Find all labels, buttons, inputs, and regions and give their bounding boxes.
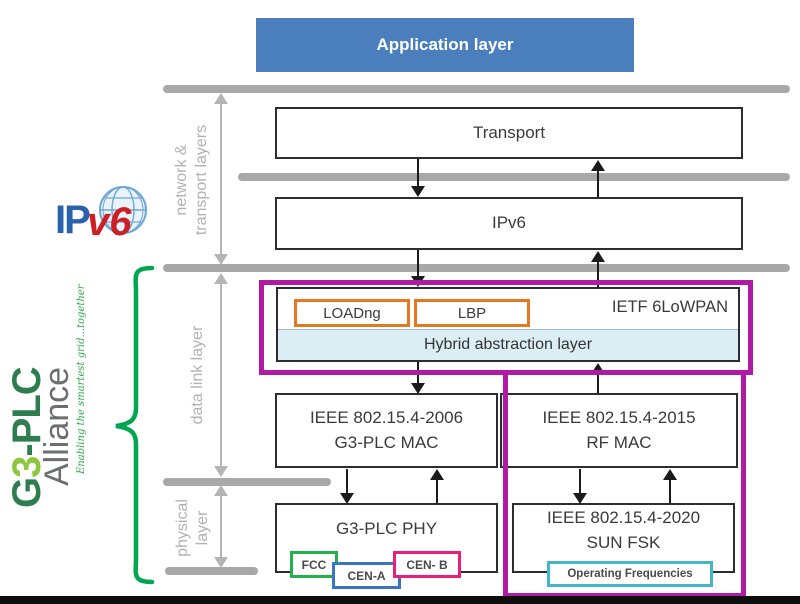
fcc-band-box: FCC <box>290 551 338 578</box>
rf-mac-box: IEEE 802.15.4-2015 RF MAC <box>500 393 738 468</box>
network-transport-layers-label: network &transport layers <box>173 124 210 236</box>
arrow-down-transport-to-ipv6 <box>411 159 425 197</box>
layer-separator-network-datalink <box>163 264 790 272</box>
arrow-up-ipv6-to-transport <box>591 160 605 197</box>
cen-a-band-box: CEN-A <box>332 562 401 589</box>
arrow-down-rf-mac-to-phy <box>573 469 587 504</box>
transport-box: Transport <box>275 107 743 159</box>
network-transport-span-arrow <box>214 93 228 265</box>
physical-span-arrow <box>214 485 228 568</box>
ipv6-logo-ip-text: IP <box>55 198 91 242</box>
application-layer-box: Application layer <box>256 18 634 72</box>
bottom-rule <box>0 596 800 604</box>
arrow-up-adaptation-to-ipv6 <box>591 251 605 288</box>
arrow-up-g3-phy-to-mac <box>430 469 444 503</box>
layer-separator-bottom <box>165 567 258 575</box>
layer-separator-datalink-physical <box>163 478 331 486</box>
layer-separator-top <box>163 85 790 93</box>
hybrid-abstraction-layer: Hybrid abstraction layer <box>278 329 738 360</box>
globe-icon <box>99 186 147 234</box>
operating-frequencies-box: Operating Frequencies <box>547 561 713 587</box>
g3plc-logo-alliance: Alliance <box>38 366 76 486</box>
arrow-down-ipv6-to-adaptation <box>411 250 425 287</box>
g3plc-scope-brace <box>115 265 155 585</box>
arrow-up-rf-mac-to-hybrid <box>591 363 605 393</box>
layer-separator-transport-ipv6 <box>238 173 790 181</box>
lbp-box: LBP <box>414 299 530 327</box>
data-link-span-arrow <box>214 273 228 477</box>
ipv6-logo: IP v6 <box>55 184 155 252</box>
arrow-down-hybrid-to-g3-mac <box>411 362 425 394</box>
arrow-down-g3-mac-to-phy <box>340 469 354 504</box>
arrow-up-rf-phy-to-mac <box>663 469 677 503</box>
adaptation-layer-box: LOADng LBP IETF 6LoWPAN Hybrid abstracti… <box>276 287 740 362</box>
ietf-6lowpan-label: IETF 6LoWPAN <box>611 298 728 316</box>
ipv6-logo-v6-text: v6 <box>87 200 132 244</box>
cen-b-band-box: CEN- B <box>393 551 461 578</box>
g3plc-logo-tagline: Enabling the smartest grid...together <box>76 284 87 474</box>
loadng-box: LOADng <box>294 299 410 327</box>
ipv6-box: IPv6 <box>275 197 743 250</box>
g3plc-mac-box: IEEE 802.15.4-2006 G3-PLC MAC <box>275 393 498 468</box>
data-link-layer-label: data link layer <box>189 325 206 425</box>
